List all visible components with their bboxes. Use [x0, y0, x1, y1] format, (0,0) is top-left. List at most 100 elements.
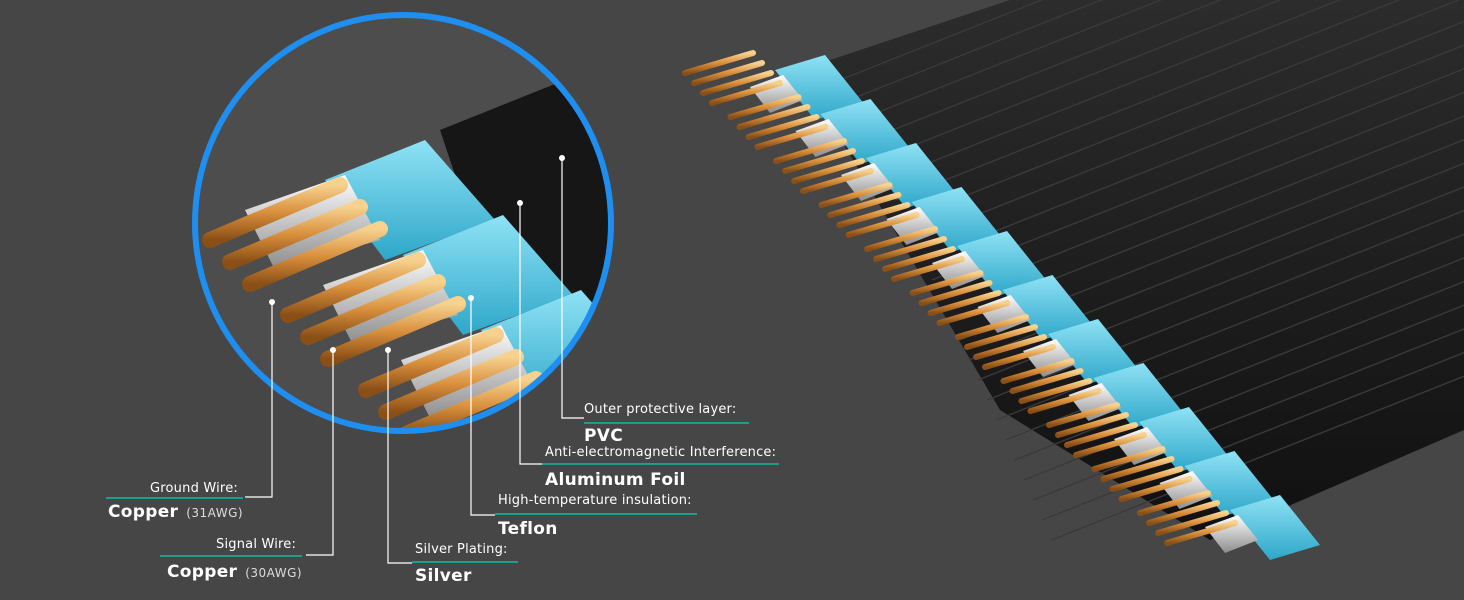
- copper-wire: [873, 236, 947, 262]
- copper-wire: [836, 202, 911, 228]
- jacket-ridge: [931, 68, 1464, 281]
- copper-wire: [909, 270, 984, 296]
- copper-wire: [736, 104, 811, 130]
- teflon-sleeve: [1093, 363, 1184, 428]
- copper-wire: [927, 290, 1002, 316]
- jacket-ridge: [913, 20, 1464, 241]
- signal-wire-caption: Signal Wire:: [216, 537, 297, 552]
- jacket-ridge: [876, 0, 1282, 161]
- teflon-sleeve: [775, 55, 865, 120]
- zoom-wire-group: [202, 140, 495, 292]
- silver-conductor: [795, 119, 849, 157]
- ribbon-wire-group: [818, 182, 1002, 252]
- copper-wire: [1009, 368, 1084, 394]
- plating-rule: [412, 561, 518, 563]
- signal-wire-rule: [160, 555, 302, 557]
- jacket-ridge: [904, 0, 1461, 221]
- copper-wire: [202, 177, 348, 248]
- silver-conductor: [1068, 383, 1122, 421]
- jacket-ridge: [922, 44, 1464, 261]
- teflon-sleeve: [1048, 319, 1138, 384]
- ground-wire-awg: (31AWG): [186, 506, 244, 520]
- signal-wire-value: Copper (30AWG): [167, 562, 302, 582]
- leader-lines: [245, 158, 584, 564]
- teflon-sleeve: [1230, 495, 1320, 560]
- zoom-ring: [192, 12, 614, 434]
- copper-wire: [1000, 358, 1075, 384]
- copper-wire: [1027, 388, 1102, 414]
- silver-conductor: [886, 207, 940, 245]
- jacket-ridge: [940, 91, 1464, 301]
- copper-wire: [1146, 500, 1220, 526]
- silver-conductor: [1205, 515, 1258, 553]
- copper-wire: [827, 192, 902, 218]
- copper-wire: [754, 124, 829, 150]
- leader-dots: [269, 155, 565, 353]
- silver-conductor: [932, 251, 985, 289]
- ribbon-wire-group: [1091, 446, 1275, 516]
- copper-wire: [918, 280, 993, 306]
- foil-caption: Anti-electromagnetic Interference:: [545, 445, 777, 460]
- jacket-ridge: [858, 0, 1163, 121]
- jacket-ridge: [867, 0, 1223, 141]
- copper-wire: [864, 226, 938, 252]
- plating-value: Silver: [415, 566, 472, 586]
- teflon-sleeve: [1002, 275, 1093, 340]
- teflon-sleeve: [957, 231, 1047, 296]
- copper-wire: [982, 344, 1056, 370]
- copper-wire: [242, 221, 388, 292]
- jacket-ridge: [950, 115, 1464, 321]
- copper-wire: [800, 168, 874, 194]
- copper-wire: [882, 246, 956, 272]
- ground-wire-caption: Ground Wire:: [150, 481, 238, 496]
- zoom-wire-group: [280, 215, 573, 367]
- plating-caption: Silver Plating:: [415, 542, 508, 557]
- teflon-sleeve: [1184, 451, 1275, 516]
- copper-wire: [222, 199, 368, 270]
- copper-wire: [955, 314, 1029, 340]
- silver-conductor: [1159, 471, 1213, 509]
- zoom-wires: [202, 140, 611, 431]
- ribbon-wire-group: [909, 270, 1093, 340]
- copper-wire: [1046, 402, 1120, 428]
- jacket-ridge: [894, 0, 1401, 201]
- copper-wire: [1018, 378, 1093, 404]
- zoom-pvc-layer: [440, 82, 611, 340]
- ribbon-wire-group: [1046, 402, 1229, 472]
- copper-wire: [1055, 412, 1129, 438]
- teflon-sleeve: [1139, 407, 1229, 472]
- copper-wire: [378, 349, 524, 420]
- signal-wire-awg: (30AWG): [245, 566, 303, 580]
- silver-conductor: [841, 163, 894, 201]
- teflon-sleeve: [911, 187, 1002, 252]
- foil-value: Aluminum Foil: [545, 470, 686, 490]
- copper-wire: [791, 158, 865, 184]
- outer-layer-caption: Outer protective layer:: [584, 402, 737, 417]
- signal-wire-material: Copper: [167, 562, 238, 582]
- insulation-value: Teflon: [498, 519, 558, 539]
- ribbon-wire-group: [682, 50, 865, 120]
- ribbon-conductors: [682, 50, 1320, 560]
- ribbon-wire-group: [1137, 490, 1320, 560]
- copper-wire: [1137, 490, 1211, 516]
- copper-wire: [682, 50, 756, 76]
- copper-wire: [818, 182, 893, 208]
- ribbon-wire-group: [727, 94, 911, 164]
- copper-wire: [973, 334, 1047, 360]
- copper-wire: [1155, 510, 1229, 536]
- copper-wire: [936, 300, 1011, 326]
- silver-conductor: [1023, 339, 1076, 377]
- jacket-ridge: [885, 0, 1342, 181]
- copper-wire: [964, 324, 1038, 350]
- copper-wire: [1064, 422, 1138, 448]
- silver-conductor: [750, 75, 803, 113]
- copper-wire: [773, 138, 847, 164]
- copper-wire: [782, 148, 856, 174]
- copper-wire: [300, 274, 446, 345]
- ribbon-wire-group: [1000, 358, 1184, 428]
- ground-wire-value: Copper(31AWG): [108, 502, 243, 522]
- copper-wire: [1164, 520, 1238, 546]
- outer-layer-rule: [584, 422, 749, 424]
- jacket-ridge: [848, 0, 1103, 101]
